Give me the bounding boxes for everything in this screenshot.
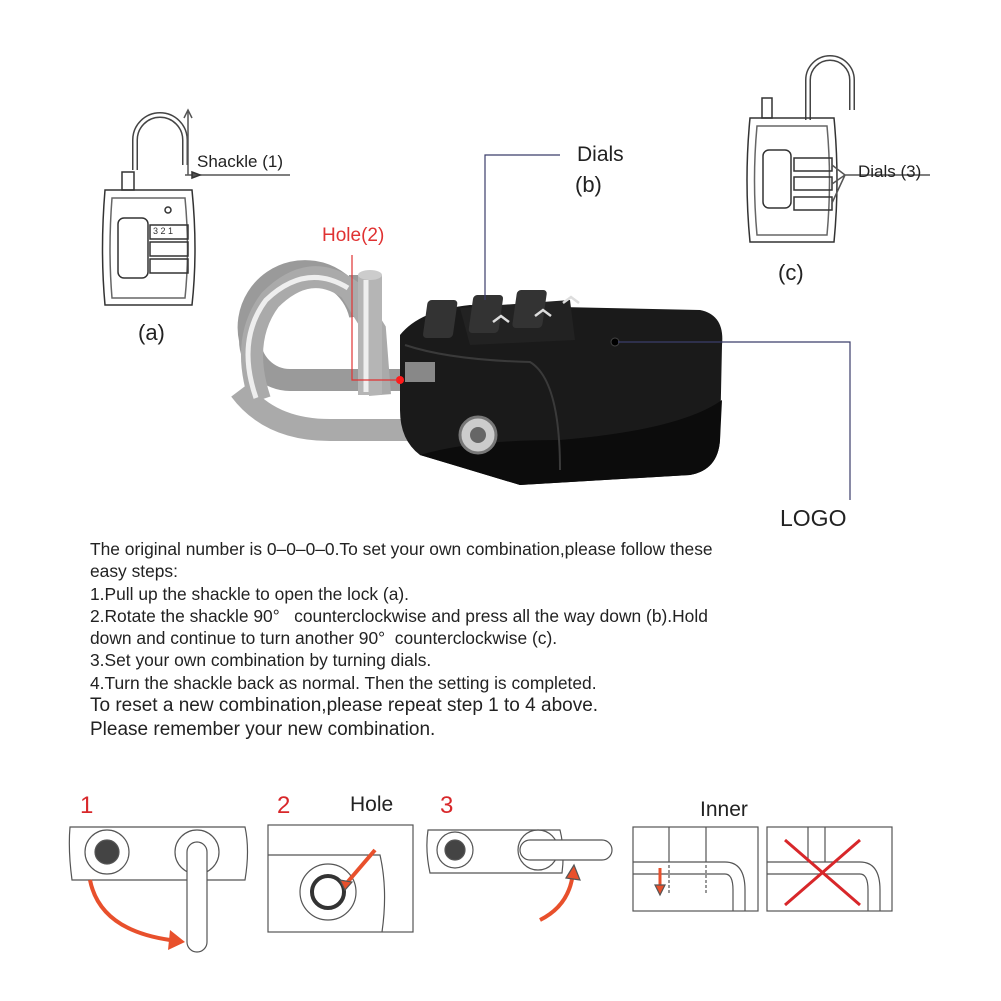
dials-3-label: Dials (3) [858,162,922,181]
hole-label: Hole(2) [322,225,385,246]
instruction-line: 2.Rotate the shackle 90° counterclockwis… [90,605,708,626]
padlock-diagram-c [746,55,930,243]
logo-label: LOGO [780,505,847,531]
step2-diagram [267,824,414,933]
shackle-label: Shackle (1) [197,152,283,171]
instruction-line: easy steps: [90,561,178,582]
hole-step-label: Hole [350,793,394,816]
instruction-line: 1.Pull up the shackle to open the lock (… [90,583,410,604]
caption-a: (a) [138,320,165,345]
callout-lines [351,154,851,500]
padlock-main [231,260,723,485]
step-2-number: 2 [277,792,291,819]
step3-diagram [426,829,613,922]
dial-digits: 3 2 1 [153,226,174,236]
caption-c: (c) [778,260,804,285]
instruction-line: 3.Set your own combination by turning di… [90,650,432,671]
padlock-diagram-a [101,108,290,306]
step-1-number: 1 [80,792,94,819]
instruction-line: The original number is 0–0–0–0.To set yo… [90,539,713,559]
step1-diagram [68,826,249,953]
instruction-line: down and continue to turn another 90° co… [90,628,558,649]
instructions-text: The original number is 0–0–0–0.To set yo… [90,538,713,741]
instruction-line: Please remember your new combination. [90,718,436,740]
inner-label: Inner [700,798,748,821]
instruction-line: To reset a new combination,please repeat… [90,695,599,717]
caption-b: (b) [575,172,602,197]
instruction-line: 4.Turn the shackle back as normal. Then … [90,672,597,693]
inner-diagram [632,826,893,912]
dials-label: Dials [577,143,624,166]
step-3-number: 3 [440,792,454,819]
